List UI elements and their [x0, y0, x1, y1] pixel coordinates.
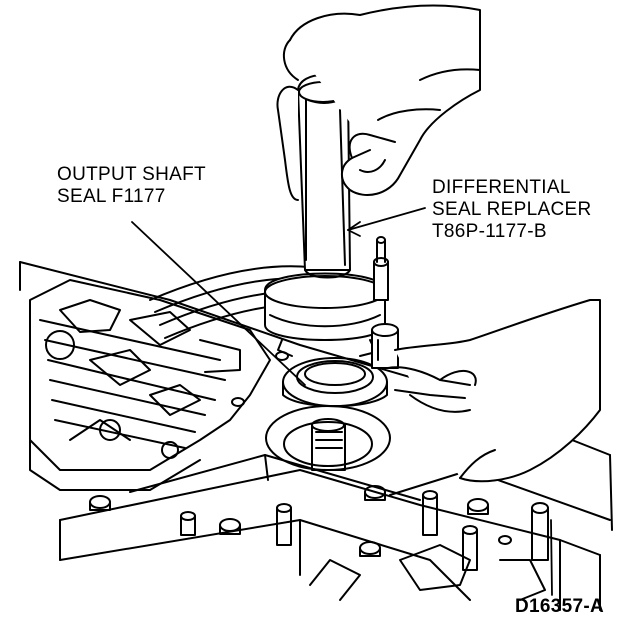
output-seal-label-line1: OUTPUT SHAFT: [57, 164, 206, 185]
leader-output-seal: [131, 221, 306, 386]
replacer-label-line3: T86P-1177-B: [432, 221, 547, 242]
leader-replacer: [347, 207, 426, 231]
output-seal-label-line2: SEAL F1177: [57, 186, 166, 207]
upper-hand: [276, 4, 481, 201]
figure-id: D16357-A: [515, 596, 605, 617]
output-shaft-seal: [282, 357, 388, 408]
leader-replacer-arrow: [347, 221, 361, 237]
leader-figure-id: [550, 519, 553, 596]
lower-hand: [387, 299, 601, 483]
case-bolts: [89, 351, 549, 571]
replacer-label-line2: SEAL REPLACER: [432, 199, 592, 220]
differential-bore: [265, 405, 391, 471]
valve-body: [29, 265, 346, 491]
leader-lines: [131, 207, 553, 596]
replacer-label-line1: DIFFERENTIAL: [432, 177, 571, 198]
seal-replacer-tool: [264, 74, 399, 369]
